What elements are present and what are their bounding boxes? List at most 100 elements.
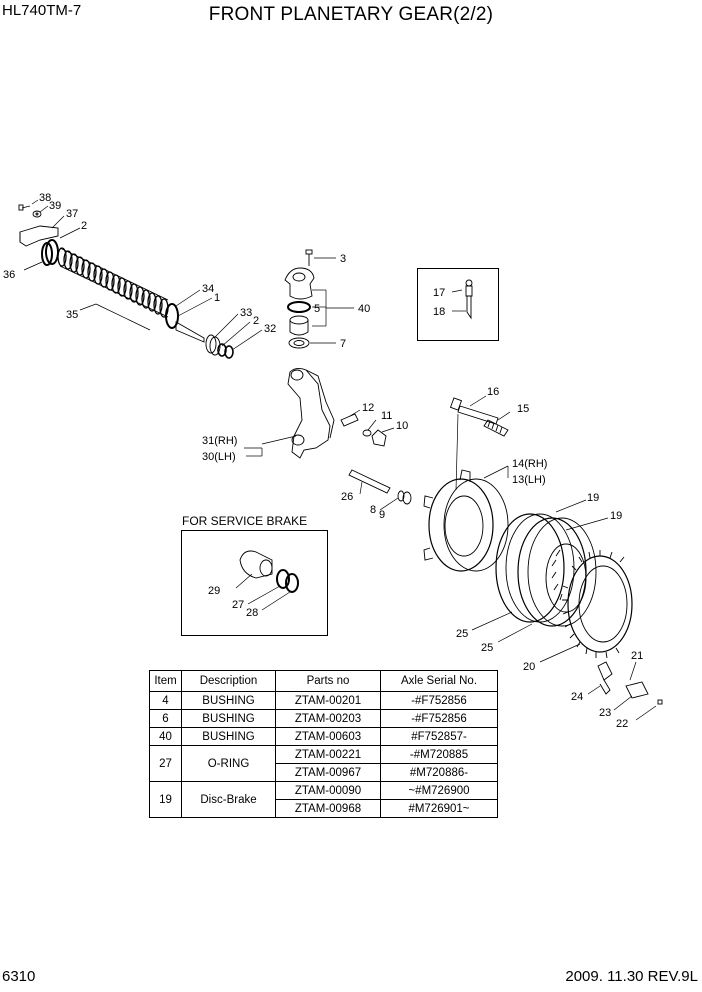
callout-3: 3 — [340, 253, 346, 265]
callout-10: 10 — [396, 420, 408, 432]
callout-24: 24 — [571, 691, 583, 703]
cell-part-no: ZTAM-00203 — [275, 709, 381, 728]
cell-serial: #M720886- — [380, 763, 498, 782]
table-row: 6 BUSHING ZTAM-00203 -#F752856 — [149, 709, 498, 728]
ring-gear-20-drawing — [562, 550, 633, 659]
cell-description: BUSHING — [181, 709, 276, 728]
cell-part-no: ZTAM-00603 — [275, 727, 381, 746]
callout-29: 29 — [208, 585, 220, 597]
service-brake-label: FOR SERVICE BRAKE — [182, 514, 308, 528]
callout-23: 23 — [599, 707, 611, 719]
table-header-row: Item Description Parts no Axle Serial No… — [149, 670, 498, 692]
callout-26: 26 — [341, 491, 353, 503]
callout-34: 34 — [202, 283, 214, 295]
callout-22: 22 — [616, 718, 628, 730]
callout-2-lower: 2 — [253, 315, 259, 327]
spring-15-drawing — [483, 419, 509, 437]
callout-30-lh: 30(LH) — [202, 451, 236, 463]
cell-serial: #F752857- — [380, 727, 498, 746]
callout-21: 21 — [631, 650, 643, 662]
nut-8-9-drawing — [397, 490, 412, 505]
callout-15: 15 — [517, 403, 529, 415]
shaft-35-drawing — [41, 239, 169, 318]
callout-31-rh: 31(RH) — [202, 435, 237, 447]
cell-serial: -#F752856 — [380, 709, 498, 728]
table-row: ZTAM-00968 #M726901~ — [150, 799, 498, 818]
service-brake-parts-drawing — [239, 550, 299, 593]
header-description: Description — [181, 670, 276, 692]
callout-32: 32 — [264, 323, 276, 335]
callout-2-upper: 2 — [81, 220, 87, 232]
bleeder-inset-box — [417, 268, 499, 341]
callout-33: 33 — [240, 307, 252, 319]
callout-36: 36 — [3, 269, 15, 281]
cell-serial: #M726901~ — [380, 799, 498, 818]
cell-part-no: ZTAM-00090 — [275, 781, 381, 800]
callout-38: 38 — [39, 192, 51, 204]
callout-1: 1 — [214, 292, 220, 304]
callout-37: 37 — [66, 208, 78, 220]
table-row: 27 O-RING ZTAM-00221 -#M720885 — [149, 745, 498, 782]
callout-35: 35 — [66, 309, 78, 321]
callout-19-upper: 19 — [587, 492, 599, 504]
shaft-end-drawing — [175, 321, 205, 343]
callout-18: 18 — [433, 306, 445, 318]
oring-32-drawing — [217, 343, 234, 359]
cell-description: O-RING — [181, 745, 276, 782]
cell-part-no: ZTAM-00968 — [275, 799, 381, 818]
sensor-parts-drawing — [597, 661, 663, 705]
cell-item: 19 — [149, 781, 182, 818]
cell-item: 6 — [149, 709, 182, 728]
cell-part-no: ZTAM-00967 — [275, 763, 381, 782]
callout-28: 28 — [246, 607, 258, 619]
table-row: 4 BUSHING ZTAM-00201 -#F752856 — [149, 691, 498, 710]
cell-item: 40 — [149, 727, 182, 746]
revision-date: 2009. 11.30 REV.9L — [565, 968, 698, 985]
bracket-37-drawing — [19, 225, 59, 247]
cell-description: BUSHING — [181, 691, 276, 710]
model-name: HL740TM-7 — [2, 2, 82, 19]
callout-5: 5 — [314, 303, 320, 315]
table-row: 19 Disc-Brake ZTAM-00090 ~#M726900 — [149, 781, 498, 818]
pins-12-11-10-drawing — [340, 413, 387, 447]
parts-table: Item Description Parts no Axle Serial No… — [149, 670, 498, 818]
cell-serial: -#M720885 — [380, 745, 498, 764]
callout-14-rh: 14(RH) — [512, 458, 547, 470]
piston-14-13-drawing — [423, 469, 509, 572]
cell-description: Disc-Brake — [181, 781, 276, 818]
callout-8: 8 — [370, 504, 376, 516]
leader-lines — [23, 199, 657, 721]
header-parts-no: Parts no — [275, 670, 381, 692]
washer-39-drawing — [32, 210, 42, 218]
cell-serial: ~#M726900 — [380, 781, 498, 800]
callout-17: 17 — [433, 287, 445, 299]
callout-19-lower: 19 — [610, 510, 622, 522]
screw-38-drawing — [18, 204, 31, 211]
bleeder-17-18-drawing — [465, 279, 473, 320]
callout-20: 20 — [523, 661, 535, 673]
cell-item: 27 — [149, 745, 182, 782]
cap-assembly-drawing — [284, 249, 315, 349]
callout-7: 7 — [340, 338, 346, 350]
callout-40: 40 — [358, 303, 370, 315]
callout-12: 12 — [362, 402, 374, 414]
header-item: Item — [149, 670, 182, 692]
page-title: FRONT PLANETARY GEAR(2/2) — [208, 4, 494, 25]
callout-11: 11 — [381, 410, 392, 422]
carrier-31-30-drawing — [287, 367, 335, 459]
cell-description: BUSHING — [181, 727, 276, 746]
service-brake-box — [181, 530, 328, 636]
table-row: 40 BUSHING ZTAM-00603 #F752857- — [149, 727, 498, 746]
callout-39: 39 — [49, 200, 61, 212]
cell-item: 4 — [149, 691, 182, 710]
header-axle-serial: Axle Serial No. — [380, 670, 498, 692]
callout-25-left: 25 — [456, 628, 468, 640]
callout-16: 16 — [487, 386, 499, 398]
cell-serial: -#F752856 — [380, 691, 498, 710]
pin-26-drawing — [348, 469, 391, 494]
callout-25-right: 25 — [481, 642, 493, 654]
cell-part-no: ZTAM-00201 — [275, 691, 381, 710]
disc-19-25-drawing — [495, 513, 597, 627]
callout-13-lh: 13(LH) — [512, 474, 546, 486]
